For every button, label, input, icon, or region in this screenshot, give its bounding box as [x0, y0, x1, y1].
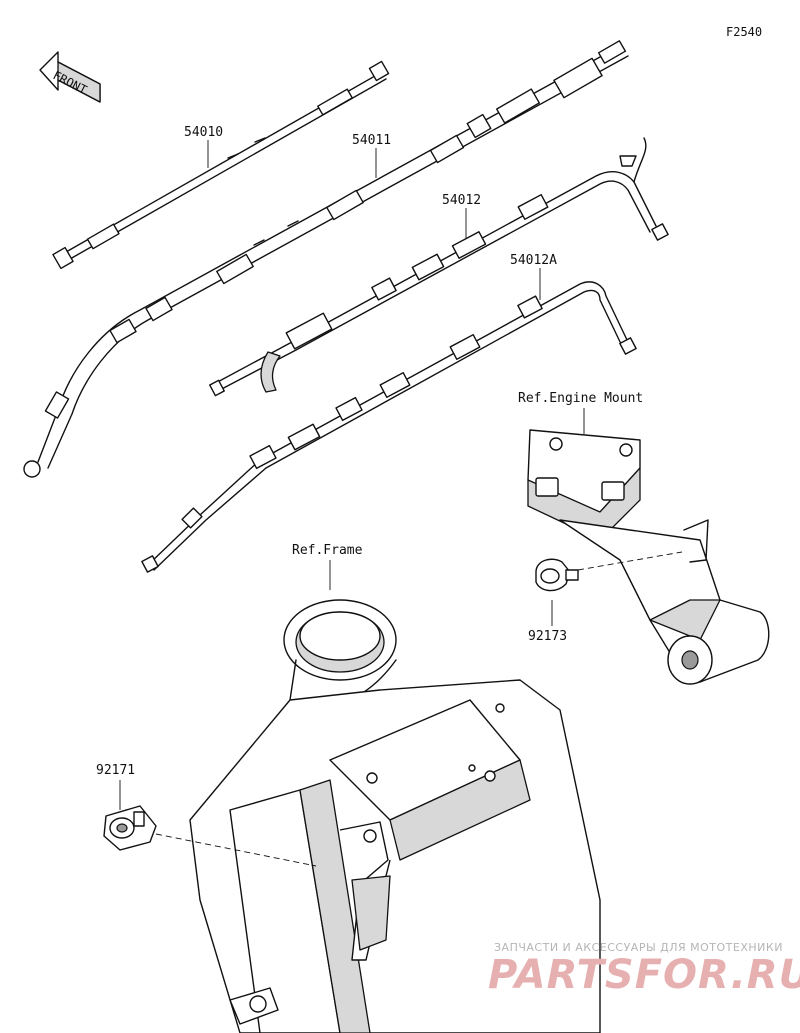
engine-mount-bracket: [527, 429, 770, 685]
part-number-54011: 54011: [352, 133, 391, 148]
ref-engine-mount-label: Ref.Engine Mount: [518, 391, 643, 406]
watermark-brand-logo: PARTSFOR.RU: [488, 952, 800, 998]
part-number-54010: 54010: [184, 125, 223, 140]
cable-54012a: [141, 281, 637, 573]
clamp-92171: [103, 805, 157, 851]
figure-code: F2540: [726, 25, 762, 39]
part-number-92173: 92173: [528, 629, 567, 644]
frame: [189, 599, 601, 1033]
cable-54010: [52, 60, 390, 270]
front-arrow-icon: FRONT: [39, 51, 101, 103]
ref-frame-label: Ref.Frame: [292, 543, 363, 558]
cable-54011: [23, 40, 629, 478]
part-number-54012a: 54012A: [510, 253, 557, 268]
watermark-top-text: ЗАПЧАСТИ И АКСЕССУАРЫ ДЛЯ МОТОТЕХНИКИ: [494, 941, 783, 954]
part-number-54012: 54012: [442, 193, 481, 208]
cable-54012: [209, 137, 669, 397]
part-number-92171: 92171: [96, 763, 135, 778]
clamp-92173: [535, 558, 579, 592]
